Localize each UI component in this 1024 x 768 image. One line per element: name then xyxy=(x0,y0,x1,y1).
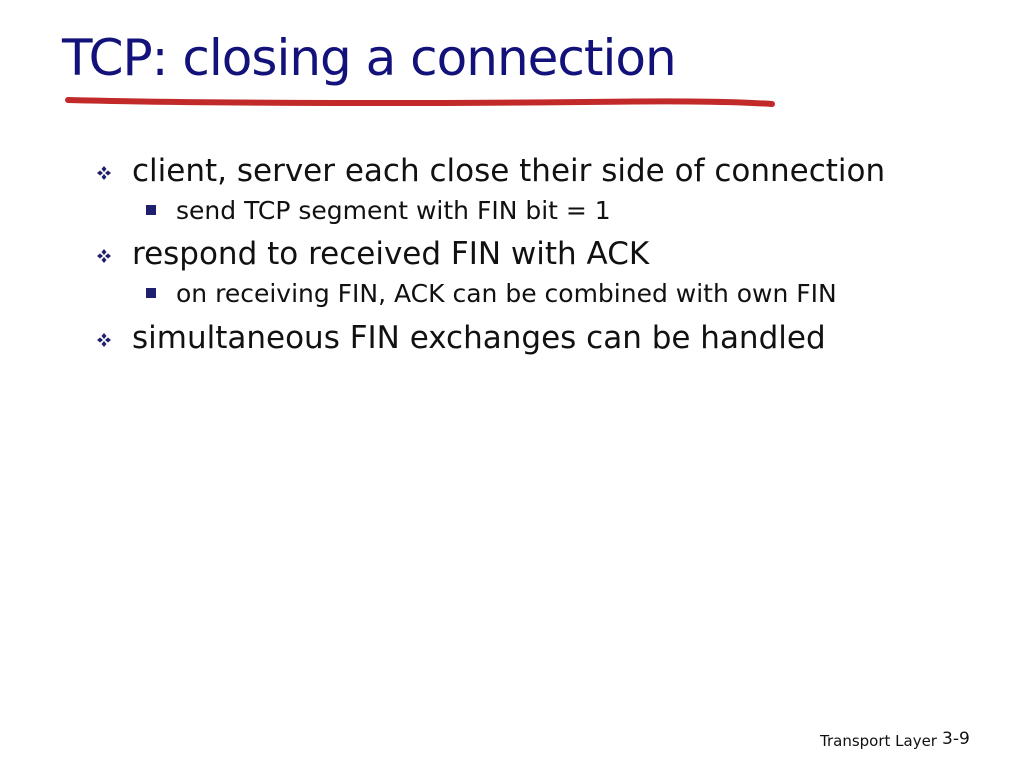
square-bullet-icon xyxy=(146,288,156,298)
footer-label: Transport Layer xyxy=(820,732,937,750)
sub-list-item-text: on receiving FIN, ACK can be combined wi… xyxy=(176,279,837,308)
diamond-bullet-icon xyxy=(97,166,111,180)
page-number: 3-9 xyxy=(942,729,970,749)
list-item-text: client, server each close their side of … xyxy=(132,153,886,189)
list-item: respond to received FIN with ACK xyxy=(96,235,956,274)
diamond-bullet-icon xyxy=(97,332,111,347)
list-item: client, server each close their side of … xyxy=(96,152,956,191)
list-item-text: respond to received FIN with ACK xyxy=(132,236,650,273)
diamond-bullet-icon xyxy=(97,249,111,264)
list-item-text: simultaneous FIN exchanges can be handle… xyxy=(132,319,826,356)
title-underline xyxy=(65,97,775,107)
bullet-list: client, server each close their side of … xyxy=(96,152,956,361)
sub-list-item: send TCP segment with FIN bit = 1 xyxy=(96,195,956,228)
square-bullet-icon xyxy=(146,204,156,215)
list-item: simultaneous FIN exchanges can be handle… xyxy=(96,319,956,358)
sub-list-item: on receiving FIN, ACK can be combined wi… xyxy=(96,278,956,311)
slide-title: TCP: closing a connection xyxy=(62,29,677,87)
sub-list-item-text: send TCP segment with FIN bit = 1 xyxy=(176,195,611,225)
